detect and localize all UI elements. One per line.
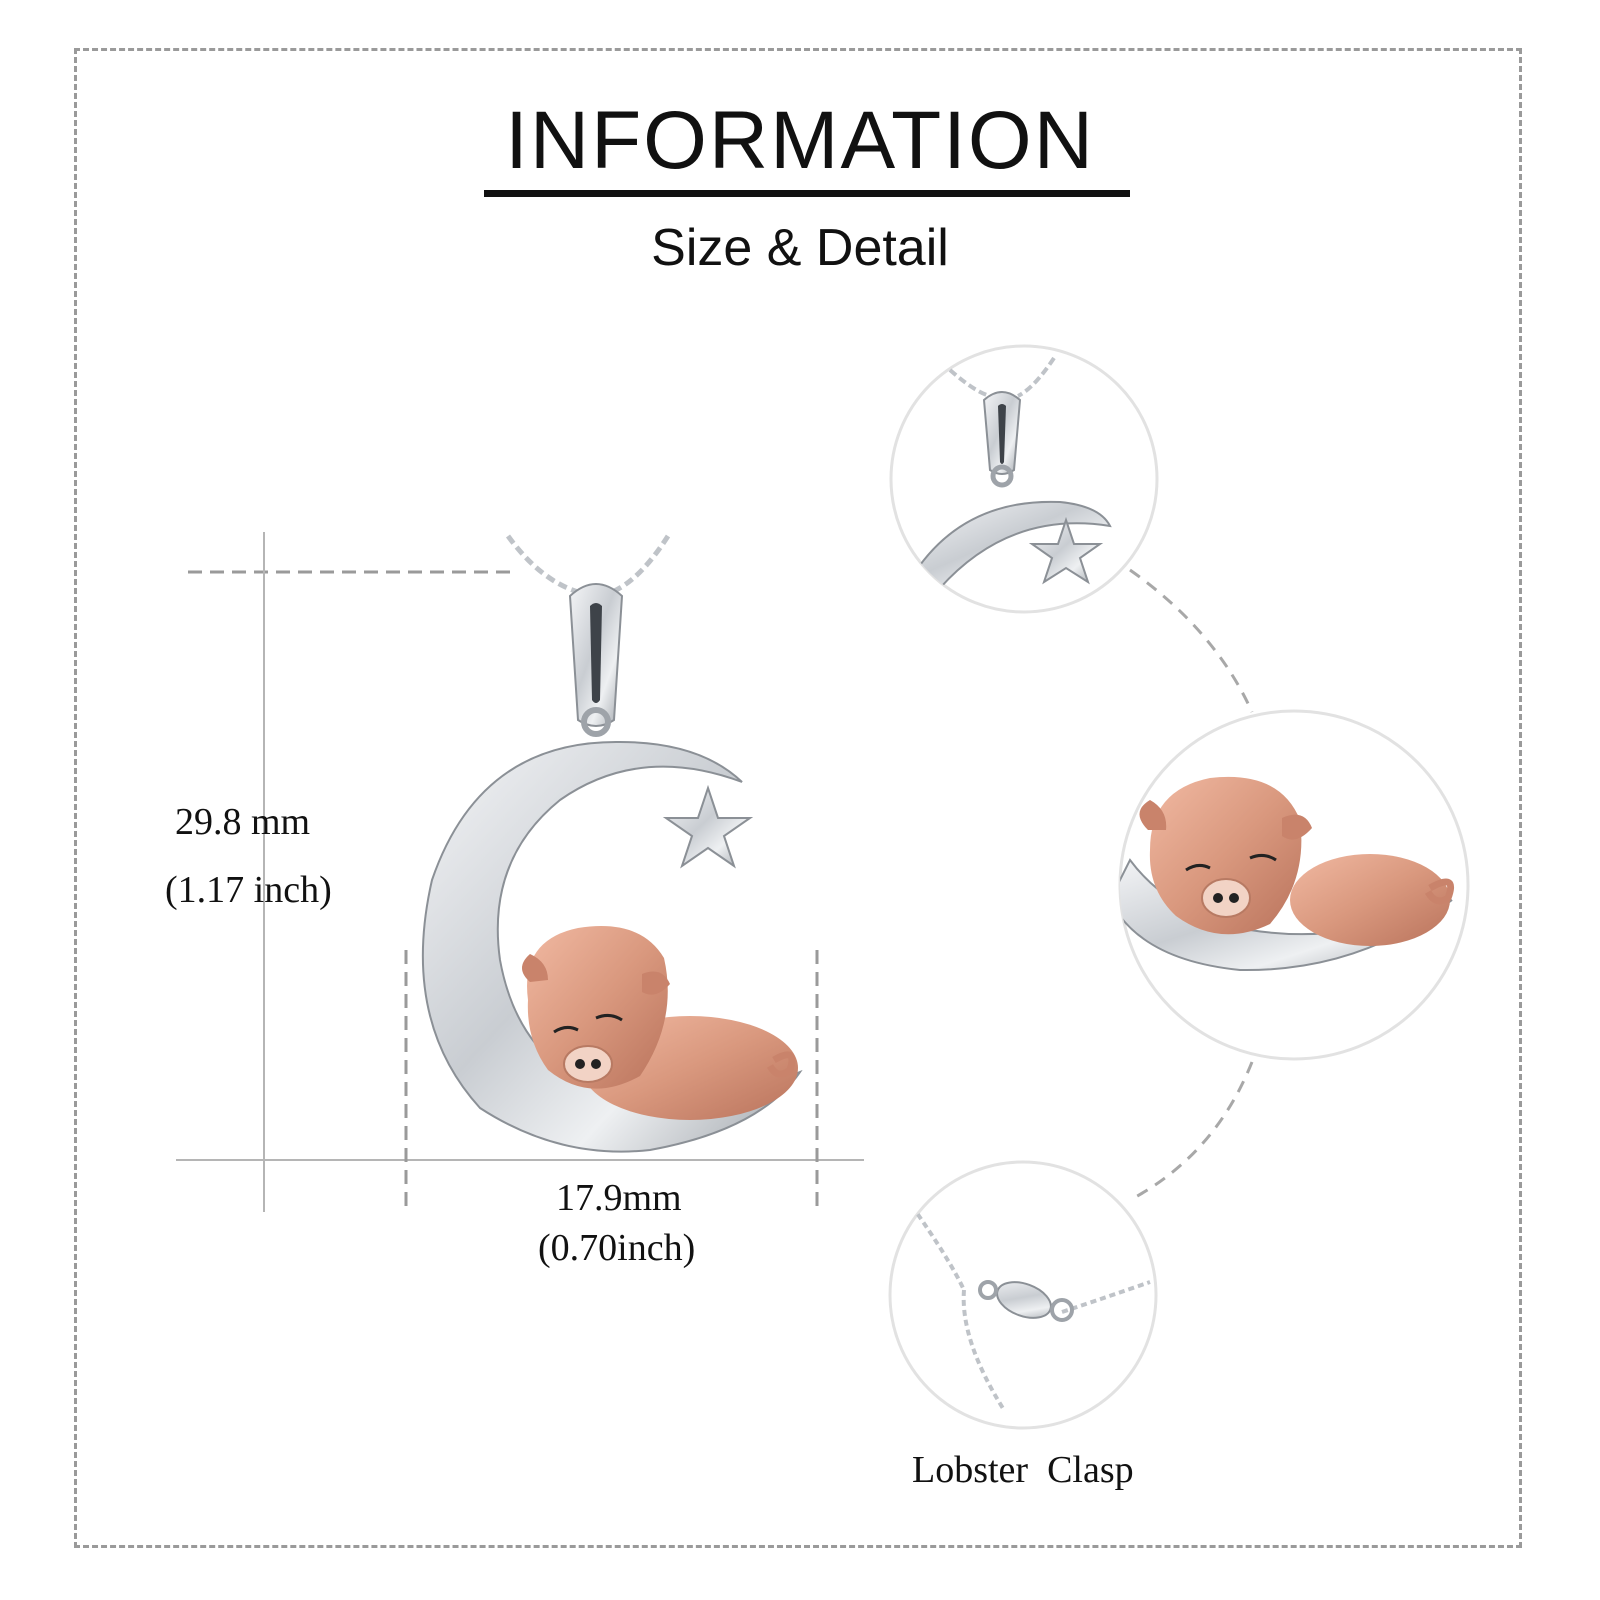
page-title: INFORMATION: [505, 95, 1095, 186]
detail-bail-image: [889, 344, 1159, 614]
detail-pig-image: [1118, 709, 1470, 1061]
dashed-frame: [74, 48, 1522, 1548]
detail-clasp-image: [888, 1160, 1158, 1430]
page-subtitle: Size & Detail: [651, 219, 949, 277]
height-inch-label: (1.17 inch): [165, 869, 332, 911]
title-underline: [484, 190, 1130, 197]
connector-lines: [1129, 568, 1254, 1202]
height-mm-label: 29.8 mm: [175, 801, 311, 843]
measurement-guides: [176, 532, 864, 1212]
width-inch-label: (0.70inch): [538, 1227, 696, 1269]
clasp-label: Lobster Clasp: [912, 1449, 1134, 1491]
pig-figure: [522, 926, 798, 1120]
pendant-main-image: [421, 534, 803, 1153]
width-mm-label: 17.9mm: [556, 1177, 682, 1219]
